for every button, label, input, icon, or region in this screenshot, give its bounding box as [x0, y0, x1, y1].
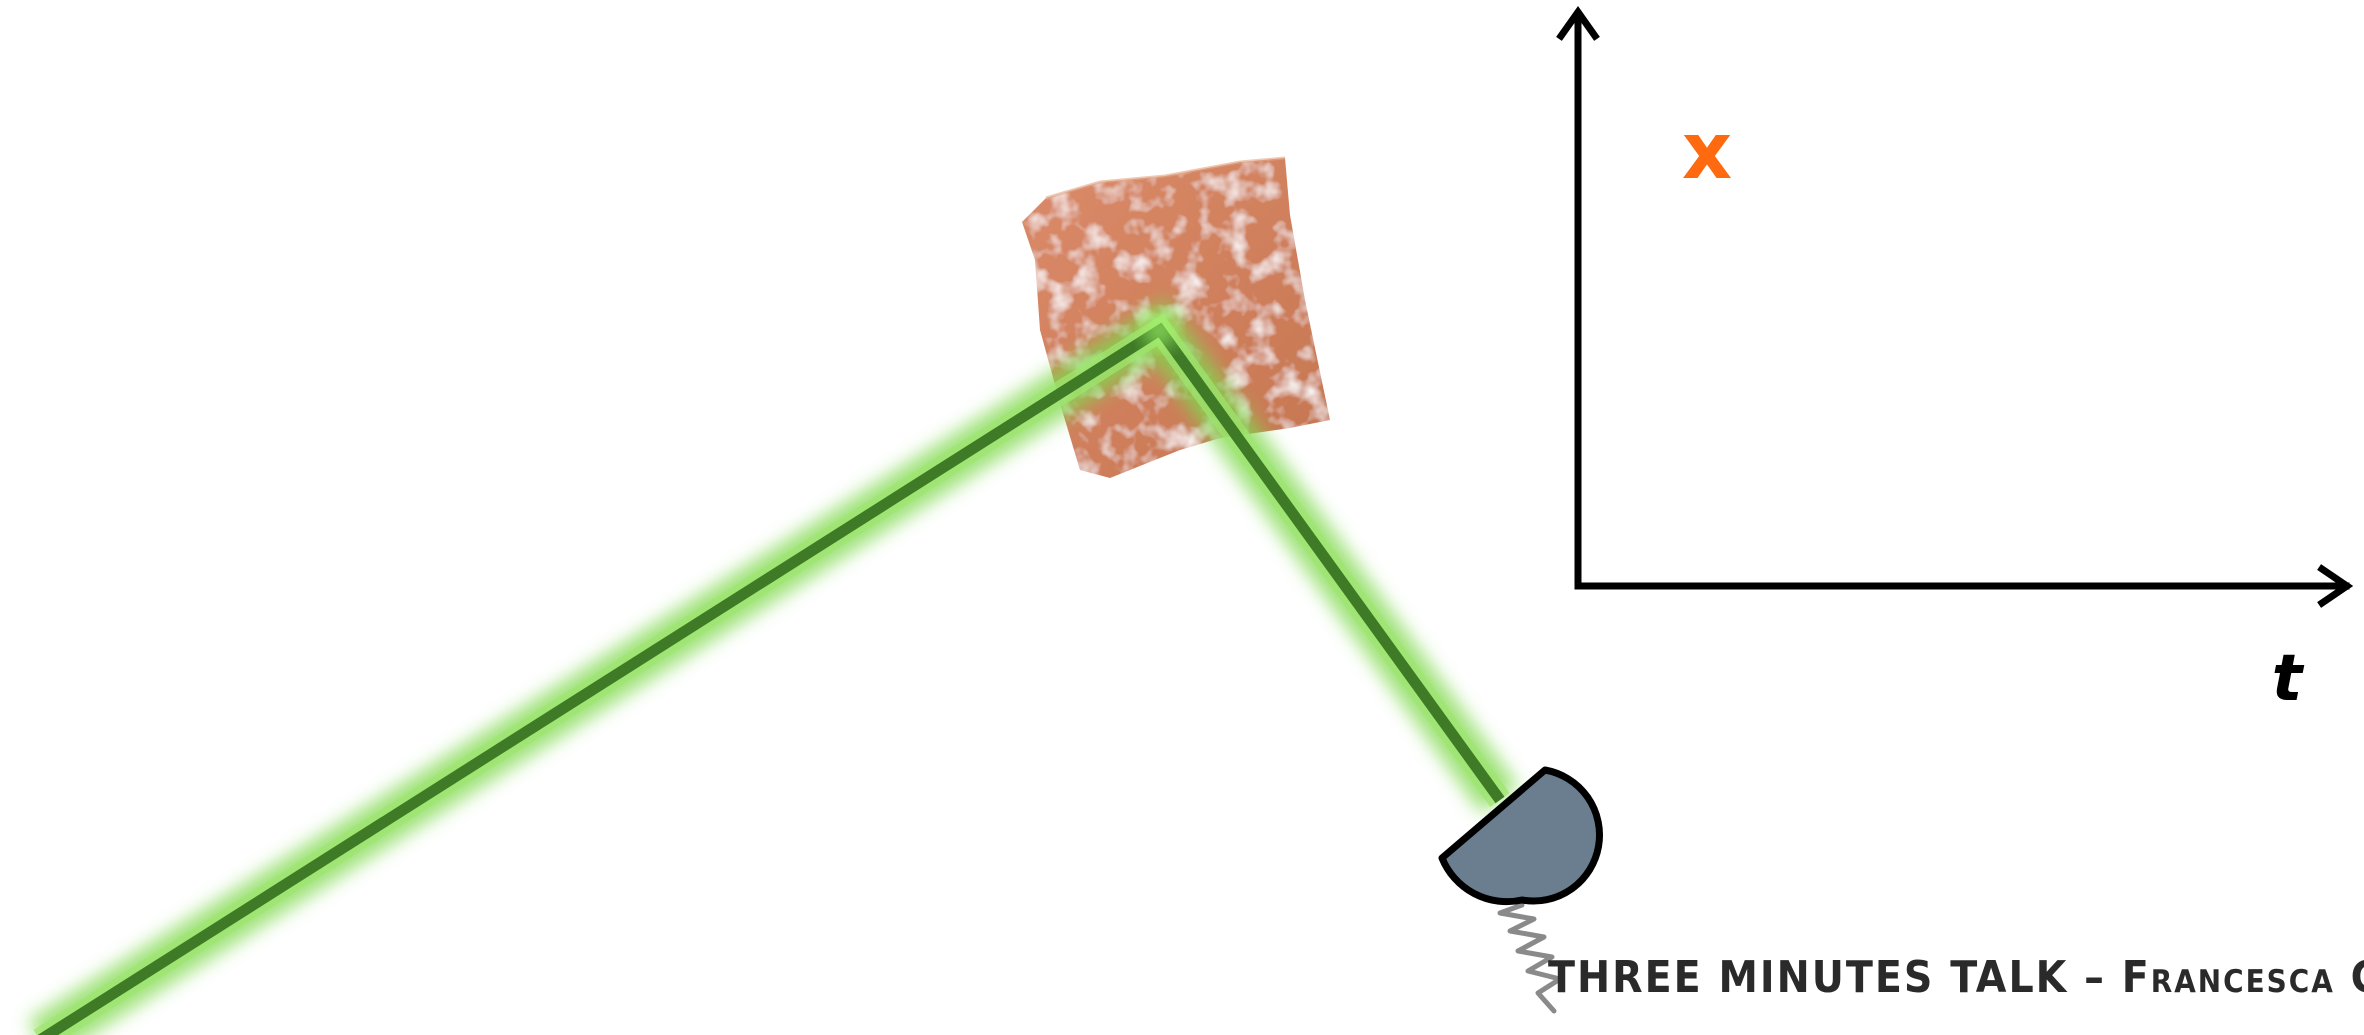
footer-title: THREE MINUTES TALK – Francesca Giust [1548, 952, 2364, 1003]
spring-wire-icon [1497, 892, 1563, 1014]
footer-author: Francesca Giust [2121, 952, 2364, 1003]
photodetector-icon [1438, 766, 1603, 906]
graph-axes [1556, 5, 2354, 608]
x-axis-arrowhead [2317, 564, 2354, 608]
laser-beam [27, 298, 1519, 1035]
y-axis-arrowhead [1556, 5, 1600, 41]
footer-prefix: THREE MINUTES TALK – [1548, 952, 2122, 1003]
x-axis-label: t [2272, 642, 2305, 716]
y-axis-label: x [1682, 107, 1732, 197]
